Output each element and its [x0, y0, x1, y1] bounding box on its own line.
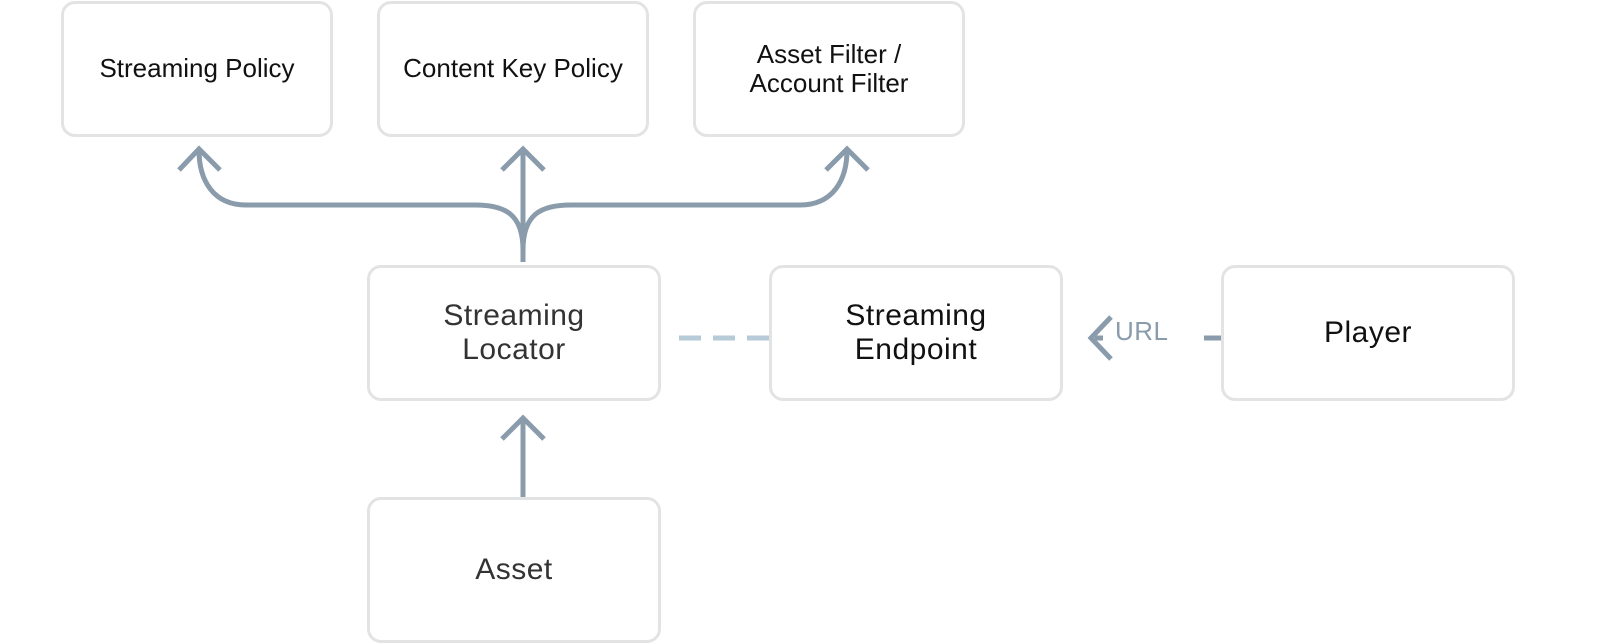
- streaming-endpoint-label: Streaming Endpoint: [845, 299, 986, 366]
- arrowhead-streaming-endpoint: [1087, 315, 1113, 361]
- streaming-locator-label-line1: Streaming: [443, 299, 585, 333]
- url-edge-label: URL: [1115, 316, 1169, 346]
- arrowhead-streaming-locator: [500, 414, 546, 441]
- arrowhead-asset-filter: [824, 145, 870, 172]
- streaming-locator-label: Streaming Locator: [443, 299, 584, 366]
- asset-box: Asset: [367, 497, 661, 643]
- arrowhead-streaming-policy: [177, 145, 222, 172]
- streaming-endpoint-label-line1: Streaming: [845, 299, 987, 333]
- arrow-locator-to-streaming-policy: [196, 149, 526, 251]
- streaming-endpoint-label-line2: Endpoint: [854, 333, 978, 366]
- asset-filter-box: Asset Filter / Account Filter: [693, 1, 965, 137]
- streaming-policy-box: Streaming Policy: [61, 1, 333, 137]
- player-box: Player: [1221, 265, 1515, 401]
- arrowhead-content-key-policy: [500, 145, 546, 172]
- arrow-locator-to-asset-filter: [520, 149, 850, 251]
- asset-label: Asset: [475, 553, 553, 587]
- streaming-locator-box: Streaming Locator: [367, 265, 661, 401]
- streaming-policy-label: Streaming Policy: [99, 53, 295, 84]
- streaming-locator-label-line2: Locator: [462, 333, 566, 366]
- asset-filter-label-line1: Asset Filter /: [756, 38, 902, 69]
- content-key-policy-box: Content Key Policy: [377, 1, 649, 137]
- streaming-endpoint-box: Streaming Endpoint: [769, 265, 1063, 401]
- content-key-policy-label: Content Key Policy: [403, 53, 623, 84]
- asset-filter-label-line2: Account Filter: [749, 68, 909, 98]
- asset-filter-label: Asset Filter / Account Filter: [749, 38, 909, 98]
- player-label: Player: [1323, 316, 1413, 350]
